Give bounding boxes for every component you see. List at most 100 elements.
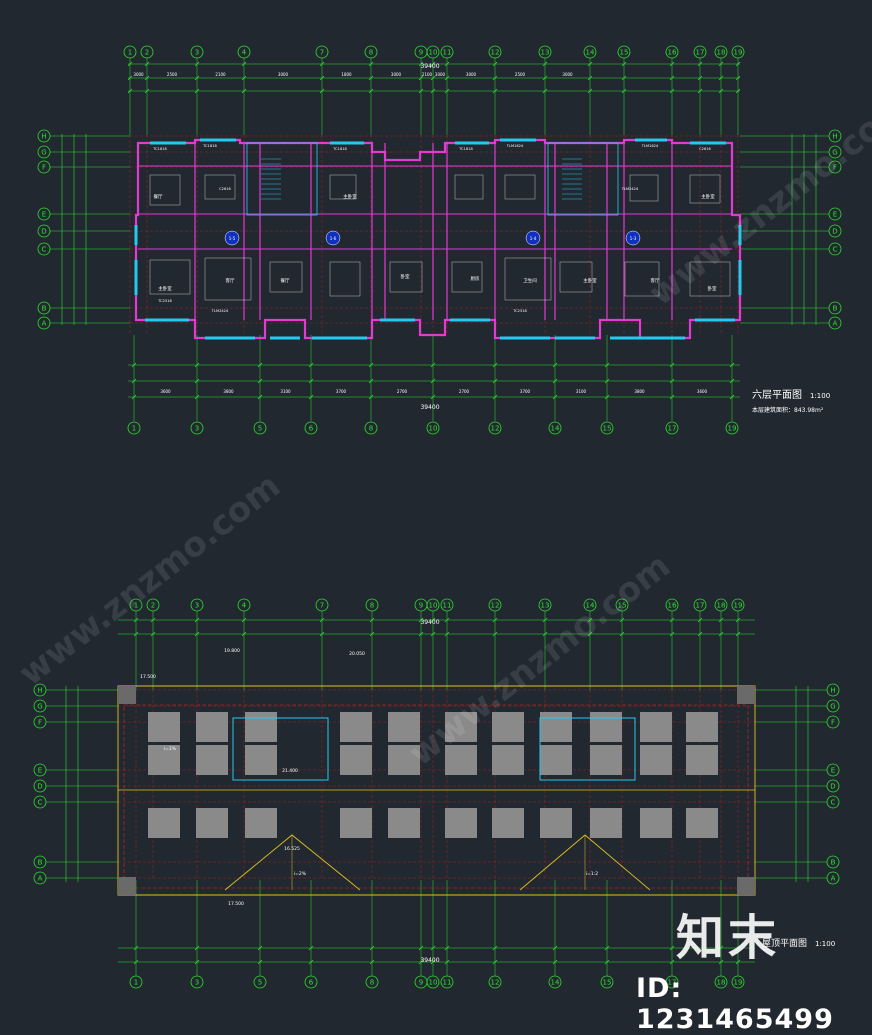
dimension-tick	[718, 75, 724, 81]
roof-axis-bubble-top-11-label: 11	[443, 602, 452, 610]
dimension-text: 3600	[697, 389, 708, 394]
window	[312, 336, 367, 340]
furniture	[504, 174, 536, 200]
furniture	[504, 257, 552, 301]
dimension-tick	[319, 631, 325, 637]
roof-axis-bubble-right-H-label: H	[830, 687, 835, 695]
roof-block	[245, 745, 277, 775]
dimension-tick	[669, 378, 675, 384]
axis-bubble-left-C-label: C	[42, 246, 47, 254]
window	[610, 336, 640, 340]
window-tag: TLM2424	[211, 309, 229, 313]
unit-marker-label: 1-5	[229, 236, 236, 241]
dimension-tick	[131, 378, 137, 384]
dimension-tick	[369, 959, 375, 965]
axis-bubble-right-E-label: E	[833, 211, 837, 219]
roof-block	[540, 712, 572, 742]
dimension-tick	[319, 75, 325, 81]
roof-axis-bubble-top-16-label: 16	[668, 602, 677, 610]
window-tag: TLM1624	[506, 144, 524, 148]
roof-block	[196, 808, 228, 838]
roof-axis-bubble-left-E-label: E	[38, 767, 42, 775]
axis-bubble-right-F-label: F	[833, 164, 837, 172]
axis-bubble-right-C-label: C	[833, 246, 838, 254]
axis-bubble-bottom-1-circle	[127, 421, 141, 435]
window	[690, 141, 726, 145]
dimension-tick	[308, 394, 314, 400]
dimension-tick	[542, 88, 548, 94]
dimension-tick	[194, 75, 200, 81]
dimension-tick	[194, 617, 200, 623]
dimension-tick	[194, 362, 200, 368]
dimension-text: 1800	[341, 72, 352, 77]
roof-axis-bubble-right-A-label: A	[831, 875, 836, 883]
axis-bubble-left-A-label: A	[42, 320, 47, 328]
axis-bubble-bottom-6-label: 6	[309, 425, 314, 433]
dimension-tick	[552, 959, 558, 965]
roof-block	[445, 712, 477, 742]
roof-block	[340, 808, 372, 838]
dimension-tick	[368, 378, 374, 384]
dimension-tick	[552, 362, 558, 368]
roof-block	[340, 745, 372, 775]
dimension-tick	[368, 362, 374, 368]
elevation-label: 16.525	[284, 846, 300, 852]
window	[330, 141, 364, 145]
roof-block	[686, 808, 718, 838]
axis-bubble-top-3-label: 3	[195, 49, 199, 57]
roof-axis-bubble-top-1-label: 1	[134, 602, 138, 610]
dimension-tick	[319, 88, 325, 94]
window-tag: TC2518	[157, 299, 172, 303]
dimension-tick	[669, 394, 675, 400]
elevation-label: 21.400	[282, 768, 298, 774]
roof-overall-dimension-bottom: 39400	[420, 957, 439, 964]
dimension-tick	[430, 617, 436, 623]
dimension-tick	[587, 61, 593, 67]
corner-hatch	[737, 877, 755, 895]
roof-axis-bubble-bottom-3-label: 3	[195, 979, 199, 987]
watermark-brand-logo: 知末	[676, 910, 781, 966]
dimension-tick	[444, 617, 450, 623]
roof-axis-bubble-top-17-label: 17	[696, 602, 705, 610]
axis-bubble-top-15-label: 15	[620, 49, 629, 57]
roof-axis-bubble-right-D-label: D	[830, 783, 835, 791]
dimension-tick	[542, 617, 548, 623]
dimension-tick	[669, 88, 675, 94]
roof-axis-bubble-right-E-label: E	[831, 767, 835, 775]
axis-bubble-bottom-5-circle	[253, 421, 267, 435]
roof-axis-bubble-bottom-11-label: 11	[443, 979, 452, 987]
dimension-tick	[369, 617, 375, 623]
dimension-tick	[542, 61, 548, 67]
dimension-tick	[621, 75, 627, 81]
dimension-tick	[133, 631, 139, 637]
window-tag: TLM1624	[641, 144, 659, 148]
roof-axis-bubble-top-7-label: 7	[320, 602, 324, 610]
dimension-tick	[587, 617, 593, 623]
room-label: 主卧室	[701, 193, 715, 200]
dimension-text: 3000	[133, 72, 144, 77]
axis-bubble-left-G-label: G	[41, 149, 46, 157]
dimension-tick	[133, 945, 139, 951]
roof-axis-bubble-top-12-label: 12	[491, 602, 500, 610]
corner-hatch	[737, 686, 755, 704]
dimension-tick	[729, 394, 735, 400]
dimension-tick	[194, 959, 200, 965]
dimension-tick	[669, 617, 675, 623]
dimension-tick	[257, 378, 263, 384]
roof-axis-bubble-bottom-1-label: 1	[134, 979, 138, 987]
dimension-tick	[444, 88, 450, 94]
furniture	[204, 174, 236, 200]
dimension-tick	[257, 394, 263, 400]
window	[455, 141, 489, 145]
roof-axis-bubble-top-14-label: 14	[586, 602, 595, 610]
axis-bubble-top-13-label: 13	[541, 49, 550, 57]
axis-bubble-left-H-label: H	[41, 133, 46, 141]
dimension-tick	[241, 631, 247, 637]
slope-label: i=1:2	[586, 871, 598, 877]
roof-axis-bubble-bottom-17-label: 17	[668, 979, 677, 987]
stair-housing	[232, 717, 329, 781]
dimension-text: 3000	[562, 72, 573, 77]
axis-bubble-top-8-label: 8	[369, 49, 373, 57]
dimension-tick	[430, 959, 436, 965]
